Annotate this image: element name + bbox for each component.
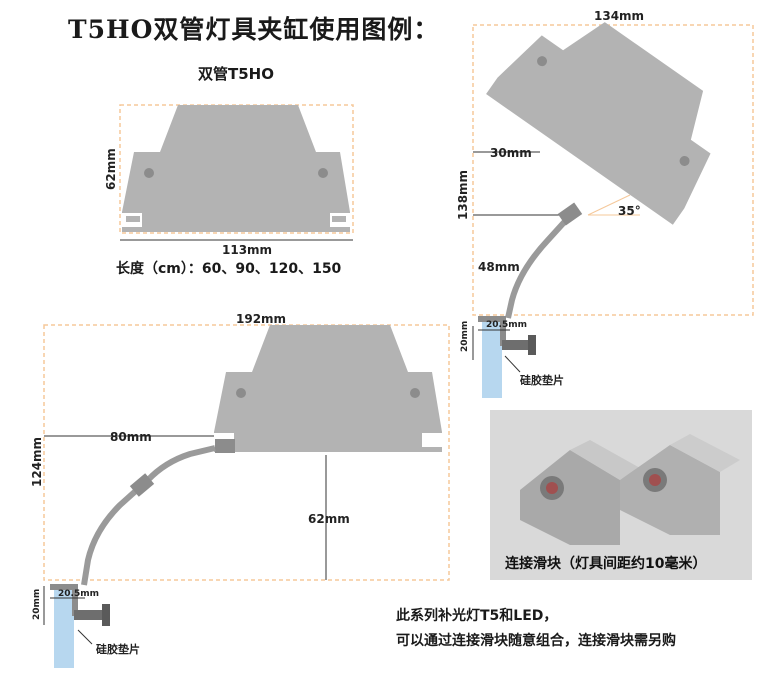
top-height-label: 62mm xyxy=(104,148,118,190)
right-fixture-body xyxy=(486,22,711,225)
bottom-offset-label: 80mm xyxy=(110,430,152,444)
connector-illustration xyxy=(490,410,752,580)
right-arm-connector xyxy=(557,202,583,226)
right-clamp-screw xyxy=(502,340,530,350)
fixture-name: 双管T5HO xyxy=(198,65,274,83)
right-offset-label: 30mm xyxy=(490,146,532,160)
connector-caption: 连接滑块（灯具间距约10毫米） xyxy=(505,556,707,572)
bottom-pad-label: 硅胶垫片 xyxy=(96,643,140,656)
bottom-glass xyxy=(54,590,74,668)
page-title: T5HO双管灯具夹缸使用图例： xyxy=(68,15,440,44)
note-line-1: 此系列补光灯T5和LED， xyxy=(396,608,558,624)
right-glass xyxy=(482,320,502,398)
note-line-2: 可以通过连接滑块随意组合，连接滑块需另购 xyxy=(396,633,676,649)
right-arm-label: 48mm xyxy=(478,260,520,274)
right-angle-label: 35° xyxy=(618,204,641,218)
top-fixture-frame xyxy=(119,104,354,234)
right-clamp-knob xyxy=(528,335,536,355)
right-pad-label: 硅胶垫片 xyxy=(520,374,564,387)
right-width-label: 134mm xyxy=(594,9,645,23)
right-clamp-height-label: 20mm xyxy=(460,320,470,352)
length-options: 长度（cm）：60、90、120、150 xyxy=(116,261,342,277)
right-fixture-frame xyxy=(472,24,754,316)
bottom-fixture-frame xyxy=(43,324,450,581)
bottom-arm-connector-mid xyxy=(129,473,155,497)
connector-photo xyxy=(490,410,752,580)
bottom-clamp-height-label: 20mm xyxy=(32,588,42,620)
right-arm xyxy=(505,215,571,319)
right-pad-leader xyxy=(504,355,521,373)
bottom-drop-label: 62mm xyxy=(308,512,350,526)
right-height-label: 138mm xyxy=(456,169,470,220)
bottom-clamp-knob xyxy=(102,604,110,626)
right-clamp-width-label: 20.5mm xyxy=(486,320,527,330)
bottom-width-label: 192mm xyxy=(236,312,287,326)
bottom-pad-leader xyxy=(77,629,93,645)
right-angle-arm xyxy=(587,194,631,216)
bottom-arm-connector-top xyxy=(215,439,235,453)
bottom-fixture-body xyxy=(214,325,442,452)
bottom-arm xyxy=(81,445,216,586)
bottom-clamp-width-label: 20.5mm xyxy=(58,589,99,599)
top-width-label: 113mm xyxy=(222,243,273,257)
bottom-height-label: 124mm xyxy=(30,436,44,487)
top-fixture-body xyxy=(122,105,350,232)
bottom-clamp-screw xyxy=(74,610,104,620)
